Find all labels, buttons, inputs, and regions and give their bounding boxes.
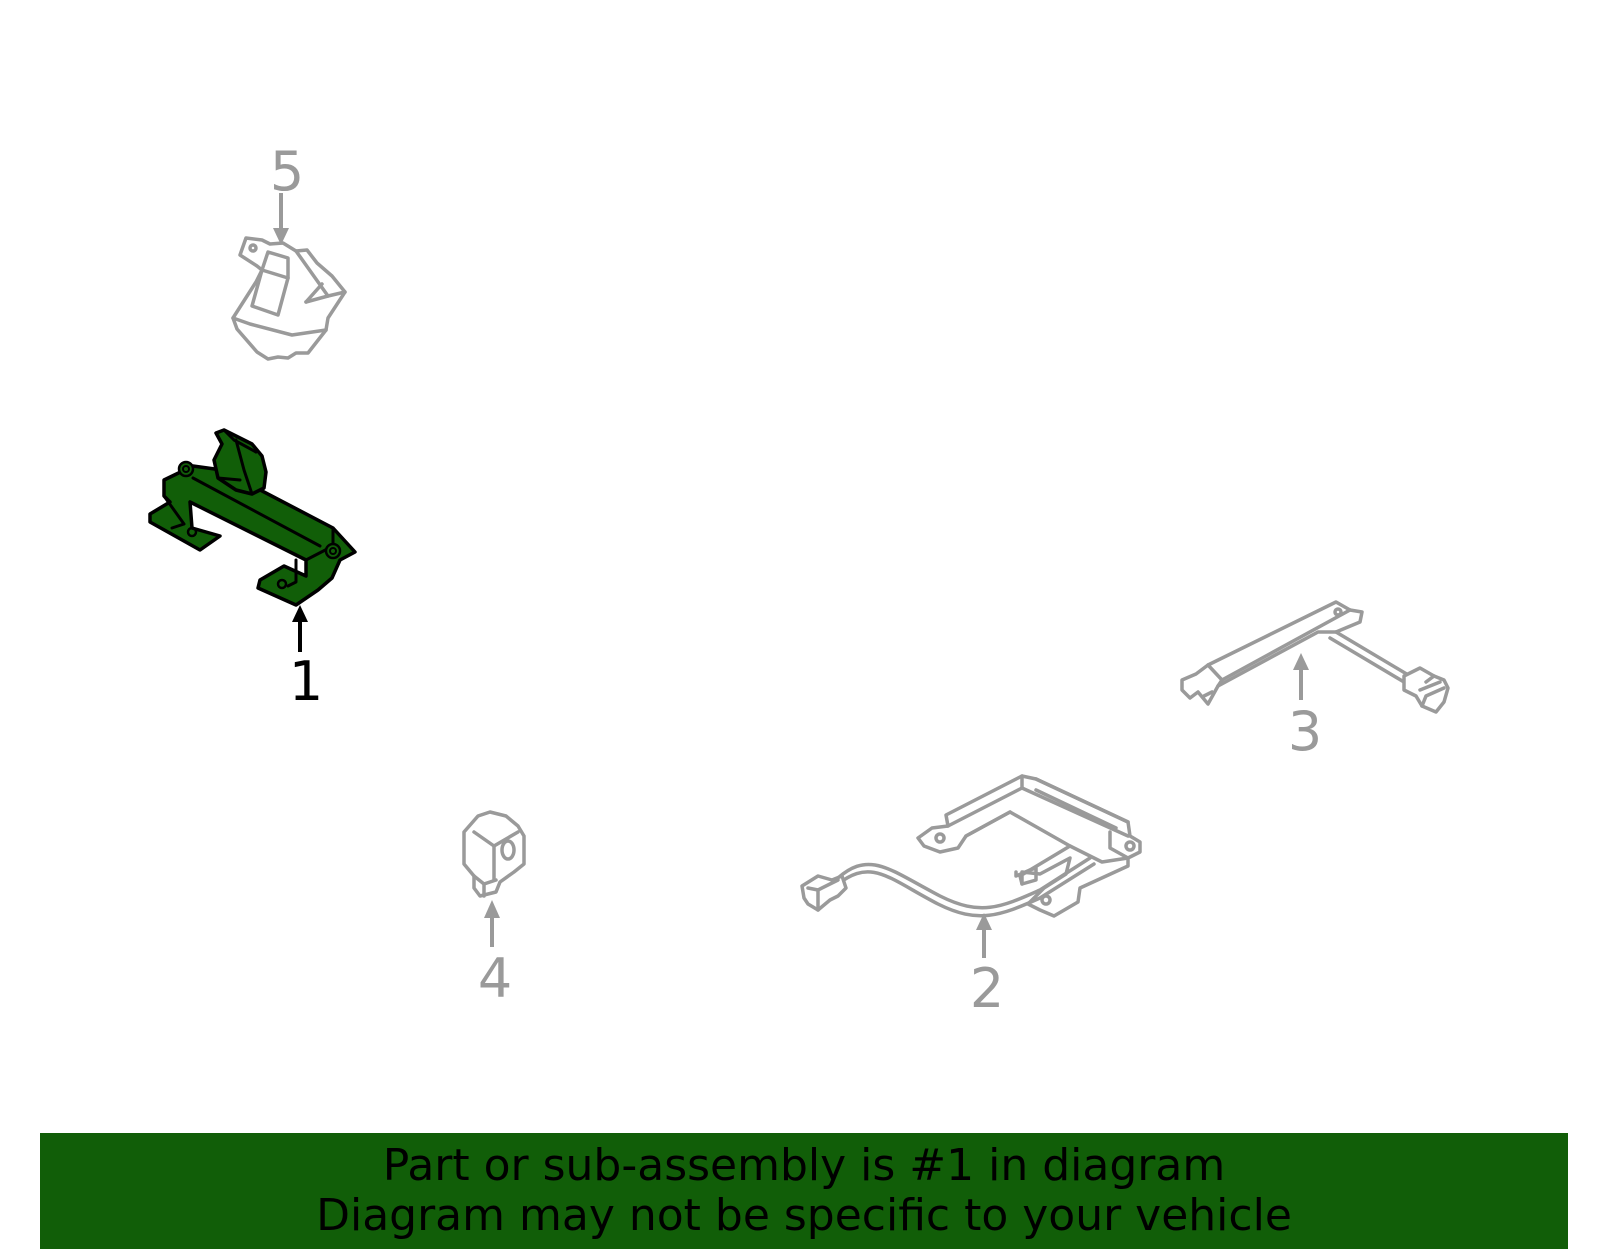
callout-number-4[interactable]: 4 <box>478 947 512 1010</box>
callout-arrow-4 <box>484 900 500 947</box>
part-1-bracket[interactable] <box>148 428 357 607</box>
callout-number-1[interactable]: 1 <box>289 650 323 713</box>
callout-arrow-3 <box>1293 653 1309 700</box>
part-4-clip[interactable] <box>462 810 526 898</box>
callout-number-2[interactable]: 2 <box>970 957 1004 1020</box>
callout-number-5[interactable]: 5 <box>270 140 304 203</box>
info-banner: Part or sub-assembly is #1 in diagram Di… <box>40 1133 1568 1249</box>
part-3-antenna[interactable] <box>1180 600 1450 714</box>
banner-line-1: Part or sub-assembly is #1 in diagram <box>382 1140 1226 1191</box>
part-2-module[interactable] <box>800 774 1142 918</box>
part-5-module[interactable] <box>231 236 347 361</box>
callout-number-3[interactable]: 3 <box>1288 700 1322 763</box>
callout-arrow-2 <box>976 913 992 958</box>
callout-arrow-1 <box>292 605 308 652</box>
callout-arrow-5 <box>273 193 289 245</box>
banner-line-2: Diagram may not be specific to your vehi… <box>316 1190 1292 1241</box>
